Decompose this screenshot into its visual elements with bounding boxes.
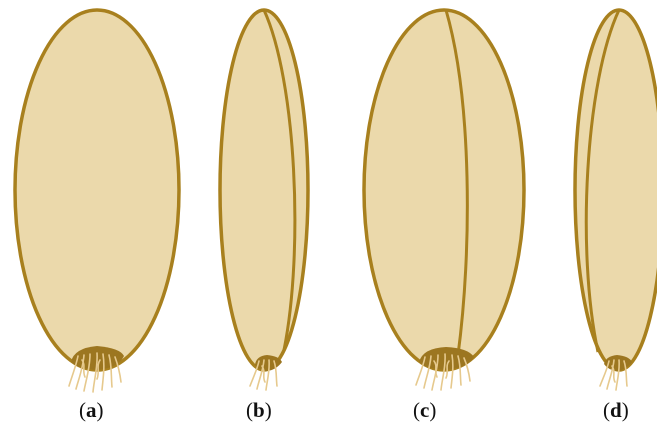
seed-b [220, 10, 308, 390]
caption-d: (d) [603, 400, 629, 421]
seed-a-body [15, 10, 179, 370]
seed-c [364, 10, 524, 390]
caption-a: (a) [79, 400, 104, 421]
caption-c-letter: c [420, 398, 429, 422]
caption-b: (b) [246, 400, 272, 421]
caption-a-letter: a [86, 398, 97, 422]
seed-c-body [364, 10, 524, 370]
caption-d-letter: d [610, 398, 622, 422]
caption-c: (c) [413, 400, 436, 421]
caption-b-letter: b [253, 398, 265, 422]
seed-d [575, 10, 657, 390]
seed-a [15, 10, 179, 392]
